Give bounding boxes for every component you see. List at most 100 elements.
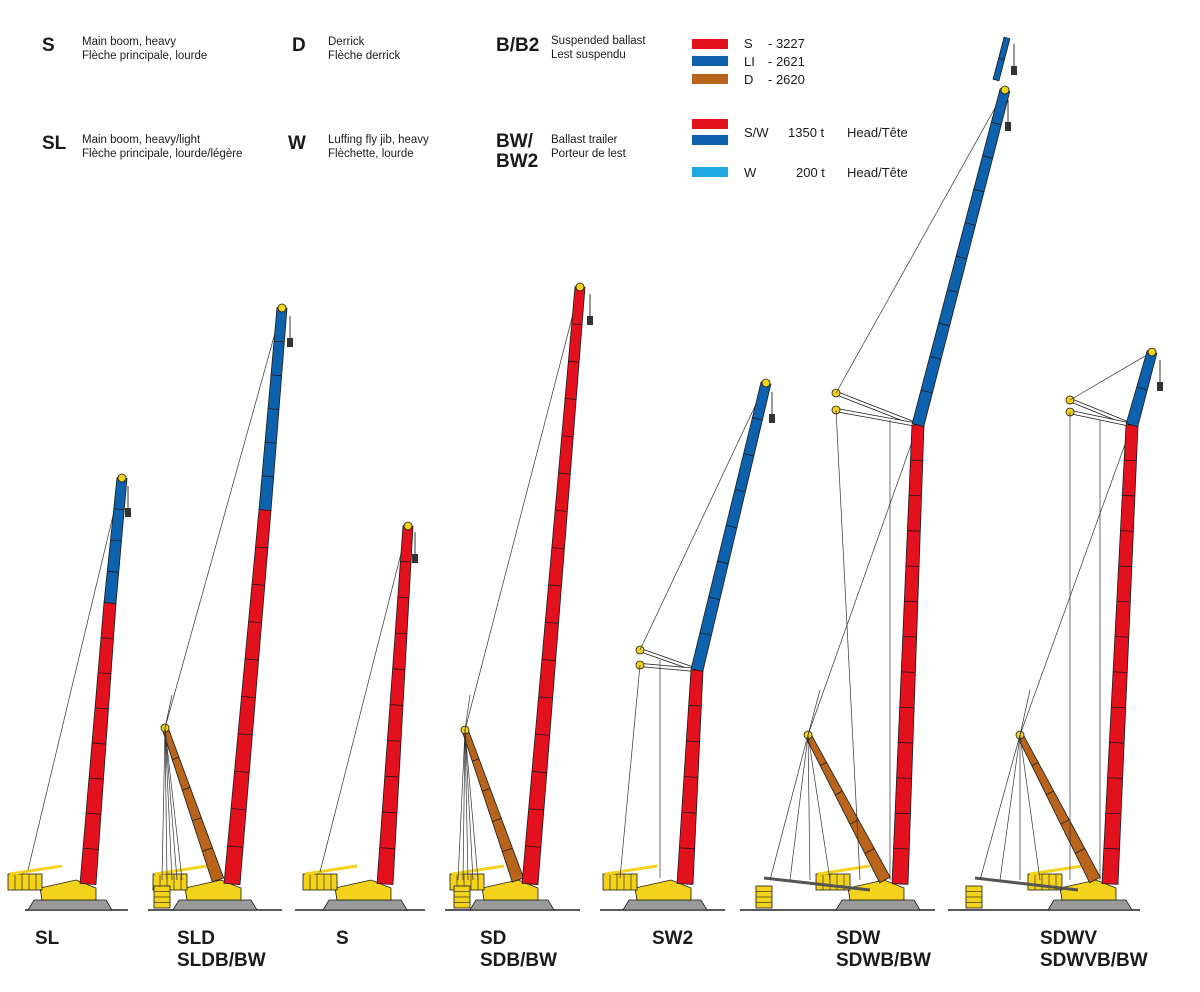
ballast-rope-sld bbox=[164, 727, 178, 881]
fly-jib-sdw-joint bbox=[947, 289, 959, 293]
main-boom-sld-joint bbox=[248, 621, 262, 624]
derrick-sdw-joint bbox=[834, 790, 843, 796]
derrick-sld-joint bbox=[192, 817, 202, 822]
derrick-sdw bbox=[804, 733, 891, 884]
legend-swatch-d bbox=[692, 74, 728, 84]
crane-sw2 bbox=[600, 378, 775, 911]
ballast-rope-sd bbox=[464, 729, 479, 881]
key-code-bw: BW/ BW2 bbox=[496, 131, 539, 172]
fly-jib-sdw-joint bbox=[929, 356, 942, 360]
ballast-rope-sld bbox=[161, 727, 166, 881]
main-boom-sd-joint bbox=[548, 584, 562, 587]
light-boom-sld-joint bbox=[264, 441, 277, 444]
main-boom-sdw-joint bbox=[905, 565, 920, 567]
legend-swatch-w bbox=[692, 167, 728, 177]
legend-note-w: Head/Tête bbox=[847, 165, 908, 180]
boom-head-s bbox=[403, 521, 413, 531]
legend-swatch-s bbox=[692, 39, 728, 49]
mast-rope-sld bbox=[164, 694, 173, 729]
legend-swatch-sw-bottom bbox=[692, 135, 728, 145]
ballast-rope-sdw bbox=[807, 734, 811, 881]
body-sld-crawler bbox=[172, 899, 258, 911]
derrick-sld-joint bbox=[182, 787, 191, 791]
crane-sd bbox=[445, 282, 593, 911]
main-boom-sd-joint bbox=[541, 659, 556, 662]
main-boom-sld-joint bbox=[227, 845, 244, 848]
key-desc-s: Main boom, heavy Flèche principale, lour… bbox=[82, 36, 208, 62]
strut-sdw-b bbox=[835, 408, 919, 427]
key-code-b: B/B2 bbox=[496, 35, 540, 56]
key-desc-sl: Main boom, heavy/light Flèche principale… bbox=[82, 134, 243, 160]
main-boom-s-joint bbox=[400, 561, 412, 563]
main-boom-sdwv-joint bbox=[1103, 847, 1120, 850]
backstay-sw2 bbox=[619, 664, 641, 879]
main-boom-s-joint bbox=[379, 847, 396, 850]
hook-sd-block bbox=[587, 316, 593, 325]
body-s-crawler bbox=[322, 899, 408, 911]
ballast-rope-sd bbox=[464, 729, 474, 881]
main-boom-sdwv-joint bbox=[1109, 742, 1125, 744]
main-boom-sdwv-joint bbox=[1114, 636, 1129, 638]
main-boom-sl-joint bbox=[91, 742, 107, 745]
jib-head-sw2 bbox=[761, 378, 771, 388]
main-boom-sdwv-joint bbox=[1116, 600, 1131, 603]
hook-sdwv-block bbox=[1157, 382, 1163, 391]
derrick-sd-joint bbox=[502, 847, 513, 853]
light-boom-sl-joint bbox=[113, 508, 125, 511]
boom-head-sld bbox=[277, 303, 287, 313]
key-desc-b: Suspended ballast Lest suspendu bbox=[551, 35, 646, 61]
hook-sl-block bbox=[125, 508, 131, 517]
main-boom-s-joint bbox=[389, 704, 404, 706]
derrick-sdwv-joint bbox=[1046, 790, 1054, 796]
main-boom-sl-joint bbox=[85, 812, 102, 815]
main-boom-sld-joint bbox=[234, 770, 250, 773]
ballast-trailer-sdw bbox=[763, 876, 871, 892]
body-sdw-crawler bbox=[835, 899, 921, 911]
main-boom-sl-joint bbox=[97, 672, 112, 675]
strut-sdwv-b bbox=[1069, 410, 1133, 427]
main-boom-sl-joint bbox=[94, 707, 109, 710]
main-boom-s-joint bbox=[397, 596, 410, 599]
main-boom-sld-joint bbox=[244, 658, 259, 661]
fly-jib-sw2-joint bbox=[726, 524, 737, 529]
fly-jib-sw2-joint bbox=[717, 560, 729, 565]
boom-head-sl bbox=[117, 473, 127, 483]
config-label-sdw: SDW SDWB/BW bbox=[836, 928, 931, 971]
main-boom-sld-joint bbox=[237, 733, 253, 736]
main-boom-sl-joint bbox=[88, 777, 104, 780]
main-boom-sdw-joint bbox=[907, 530, 921, 532]
derrick-sld-joint bbox=[202, 847, 213, 852]
main-boom-sdw-joint bbox=[896, 777, 912, 779]
ballast-trailer-sdwv bbox=[974, 876, 1079, 892]
fly-jib-sw2-joint bbox=[752, 417, 763, 421]
light-boom-sl-joint bbox=[110, 539, 122, 542]
pendant-sld bbox=[164, 307, 283, 729]
main-boom-sdw bbox=[891, 424, 925, 885]
body-sl-mast-link bbox=[9, 864, 63, 876]
hook-sld-block bbox=[287, 338, 293, 347]
body-sw2-mast-link bbox=[604, 864, 658, 876]
strut-sw2-a bbox=[639, 648, 698, 672]
body-sd-mast-link bbox=[451, 864, 505, 876]
ballast-rope-sdwv bbox=[1019, 734, 1041, 881]
main-boom-sd-joint bbox=[571, 323, 583, 326]
body-sw2-counterweight bbox=[602, 873, 638, 891]
fly-jib-sw2-joint bbox=[708, 596, 720, 600]
main-boom-sdwv-joint bbox=[1124, 459, 1137, 462]
ballast-rope-sd bbox=[457, 729, 466, 881]
fly-jib-sw2-joint bbox=[734, 488, 746, 493]
main-boom-sdw-joint bbox=[901, 671, 916, 673]
hook-s-block bbox=[412, 554, 418, 563]
mast-rope-sdw bbox=[807, 689, 821, 736]
pendant-sd bbox=[464, 286, 581, 731]
pendant-sw2-a bbox=[639, 382, 767, 651]
ballast-rope-sdw bbox=[807, 734, 831, 881]
body-s-mast-link bbox=[304, 864, 358, 876]
legend-label-d: D bbox=[744, 72, 754, 87]
derrick-sd-joint bbox=[492, 818, 502, 822]
main-boom-sdwv-joint bbox=[1107, 777, 1123, 779]
fly-jib-sdw-joint bbox=[982, 155, 993, 159]
main-boom-sdw-joint bbox=[895, 812, 911, 815]
legend-value-s: - 3227 bbox=[768, 36, 805, 51]
